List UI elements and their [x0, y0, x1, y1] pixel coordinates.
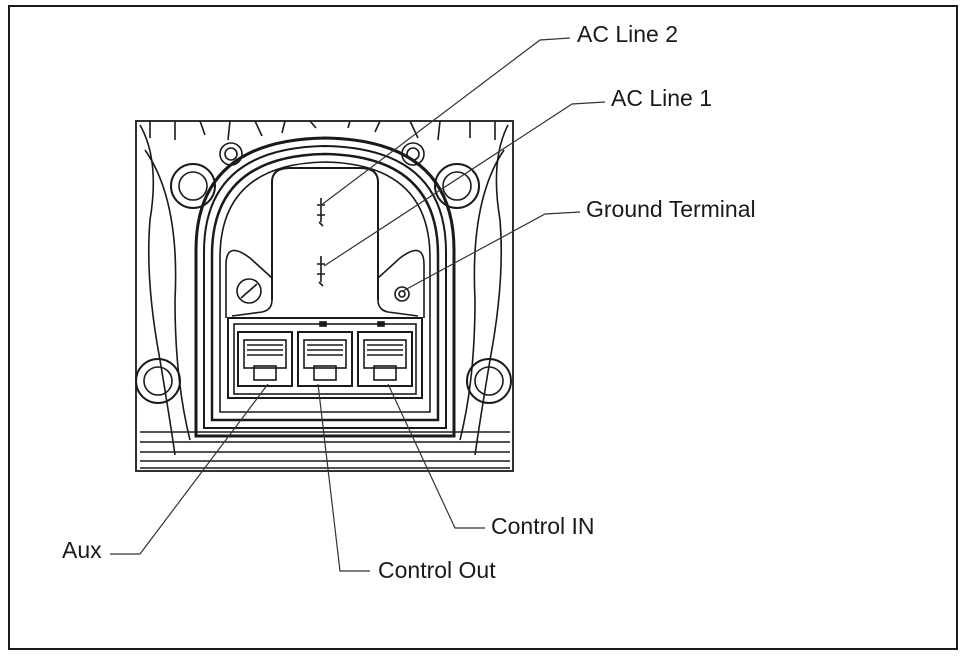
leader-control-in	[387, 383, 485, 529]
label-ac-line-2: AC Line 2	[577, 21, 678, 47]
leader-control-out	[317, 383, 370, 572]
leader-ac-line-2	[319, 37, 571, 207]
label-control-in: Control IN	[491, 513, 595, 539]
label-ac-line-1: AC Line 1	[611, 85, 712, 111]
diagram-frame	[8, 5, 958, 650]
ac-terminals	[317, 198, 325, 287]
gasket-outlines	[194, 136, 456, 438]
screw	[236, 278, 262, 304]
leader-ac-line-1	[323, 101, 606, 267]
leader-ground-terminal	[402, 211, 581, 292]
leader-aux	[110, 383, 269, 555]
port-block	[227, 317, 423, 399]
label-ground-terminal: Ground Terminal	[586, 196, 756, 222]
mounting-bosses	[135, 142, 512, 404]
ground-terminal	[394, 286, 410, 302]
housing	[135, 120, 514, 472]
rj45-port-control-out	[297, 331, 353, 387]
rj45-port-control-in	[357, 331, 413, 387]
label-control-out: Control Out	[378, 557, 496, 583]
label-aux: Aux	[62, 537, 102, 563]
rj45-port-aux	[237, 331, 293, 387]
